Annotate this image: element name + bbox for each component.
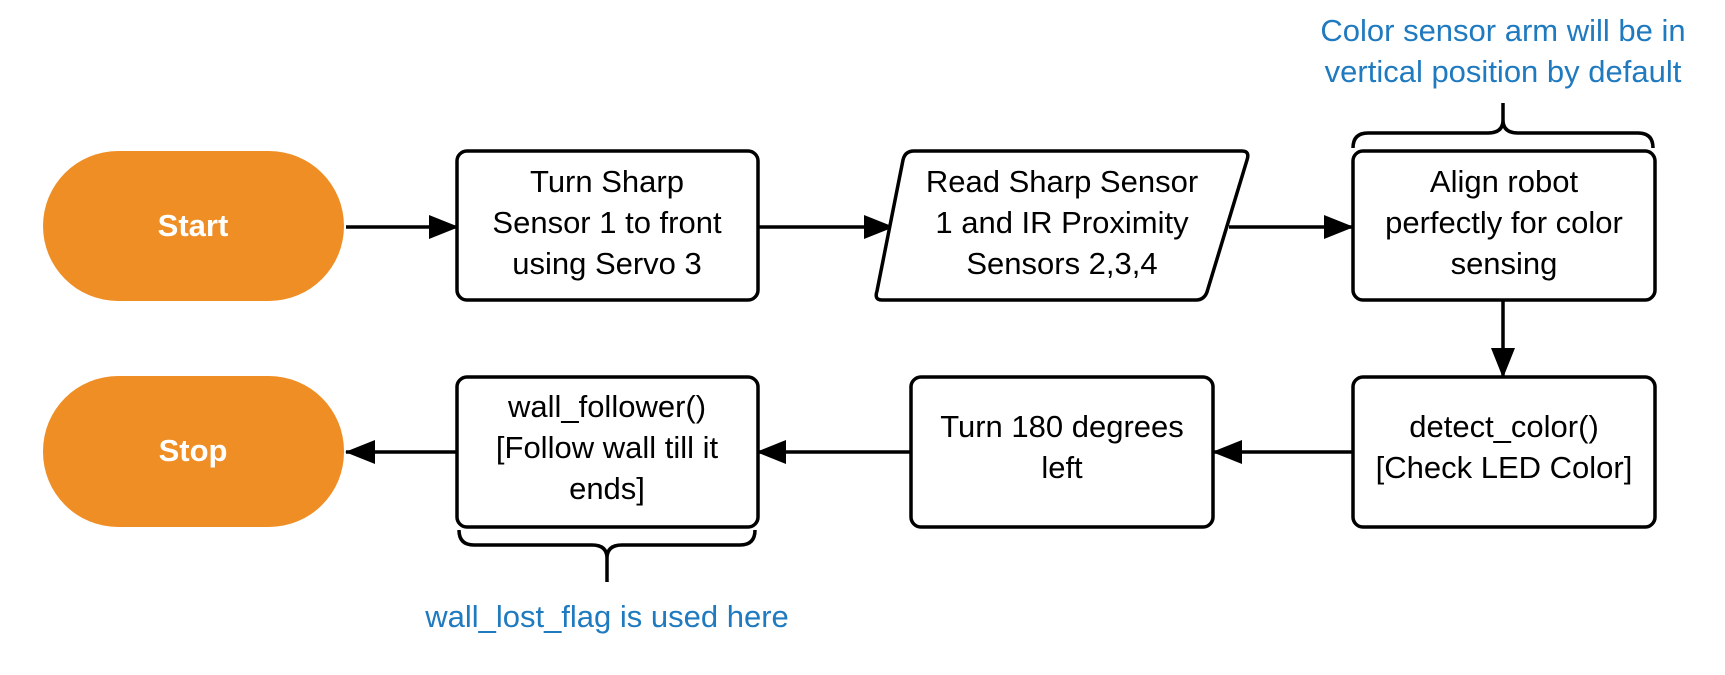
align-robot-line-3: sensing — [1451, 246, 1558, 281]
detect-color-line-2: [Check LED Color] — [1376, 450, 1633, 485]
wall-lost-brace — [457, 529, 757, 582]
detect-color-box — [1351, 375, 1657, 529]
wall-follower-box — [455, 375, 760, 529]
detect-color-node: detect_color() [Check LED Color] — [1351, 375, 1657, 529]
align-robot-line-1: Align robot — [1430, 164, 1579, 199]
align-robot-line-2: perfectly for color — [1385, 205, 1623, 240]
color-sensor-brace — [1351, 103, 1655, 149]
detect-color-line-1: detect_color() — [1409, 409, 1599, 444]
turn-sharp-sensor-line-2: Sensor 1 to front — [492, 205, 722, 240]
color-sensor-note-line-2: vertical position by default — [1325, 54, 1682, 89]
read-sensors-parallelogram — [874, 149, 1250, 302]
wall-follower-line-2: [Follow wall till it — [496, 430, 719, 465]
start-label: Start — [158, 208, 229, 243]
align-robot-box — [1351, 149, 1657, 302]
wall-follower-line-1: wall_follower() — [507, 389, 706, 424]
wall-follower-line-3: ends] — [569, 471, 645, 506]
turn-180-line-2: left — [1041, 450, 1083, 485]
turn-180-line-1: Turn 180 degrees — [940, 409, 1184, 444]
turn-180-node: Turn 180 degrees left — [909, 375, 1215, 529]
read-sensors-line-2: 1 and IR Proximity — [935, 205, 1189, 240]
start-terminal-shape — [43, 151, 344, 301]
turn-sharp-sensor-node: Turn Sharp Sensor 1 to front using Servo… — [455, 149, 760, 302]
stop-terminal: Stop — [43, 376, 344, 527]
turn-sharp-sensor-line-1: Turn Sharp — [530, 164, 684, 199]
wall-follower-node: wall_follower() [Follow wall till it end… — [455, 375, 760, 529]
turn-sharp-sensor-box — [455, 149, 760, 302]
read-sensors-line-3: Sensors 2,3,4 — [966, 246, 1157, 281]
turn-180-box — [909, 375, 1215, 529]
wall-lost-note: wall_lost_flag is used here — [424, 599, 789, 634]
read-sensors-node: Read Sharp Sensor 1 and IR Proximity Sen… — [874, 149, 1250, 302]
read-sensors-line-1: Read Sharp Sensor — [926, 164, 1198, 199]
align-robot-node: Align robot perfectly for color sensing — [1351, 149, 1657, 302]
start-terminal: Start — [43, 151, 344, 301]
stop-label: Stop — [159, 433, 228, 468]
turn-sharp-sensor-line-3: using Servo 3 — [512, 246, 702, 281]
color-sensor-note-line-1: Color sensor arm will be in — [1320, 13, 1685, 48]
stop-terminal-shape — [43, 376, 344, 527]
